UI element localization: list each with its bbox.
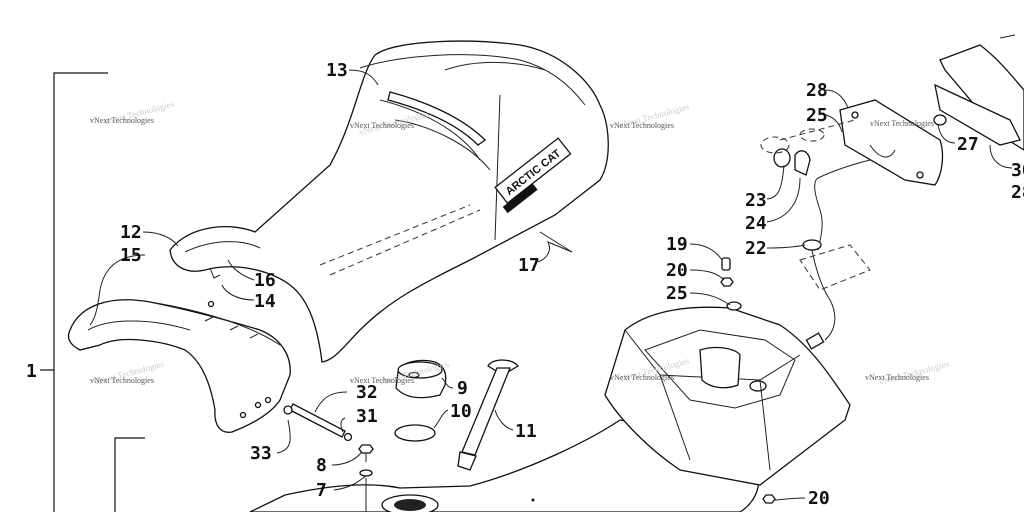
callout-24: 24 bbox=[745, 213, 767, 234]
storage-compartment bbox=[604, 306, 851, 486]
callout-8: 8 bbox=[316, 455, 327, 476]
watermark: vNext Technologies bbox=[350, 376, 414, 385]
watermark: vNext Technologies bbox=[350, 121, 414, 130]
callout-22: 22 bbox=[745, 238, 767, 259]
callout-11: 11 bbox=[515, 421, 537, 442]
leader-lines bbox=[89, 69, 1013, 501]
callout-25: 25 bbox=[806, 105, 828, 126]
seat-cushion: ARCTIC CAT bbox=[169, 40, 609, 363]
tail-light-assembly bbox=[760, 34, 1024, 251]
watermark: vNext Technologies bbox=[865, 373, 929, 382]
callout-15: 15 bbox=[120, 245, 142, 266]
callout-7: 7 bbox=[316, 480, 327, 501]
watermark: vNext Technologies bbox=[90, 116, 154, 125]
watermark: vNext Technologies bbox=[90, 376, 154, 385]
callout-27: 27 bbox=[957, 134, 979, 155]
callout-1: 1 bbox=[26, 361, 37, 382]
fastener-stack bbox=[720, 257, 776, 504]
watermark: vNext Technologies bbox=[870, 119, 934, 128]
fuel-gauge bbox=[457, 359, 519, 471]
watermark: vNext Technologies bbox=[610, 121, 674, 130]
callout-31: 31 bbox=[356, 406, 378, 427]
callout-16: 16 bbox=[254, 270, 276, 291]
wiring-harness bbox=[799, 239, 871, 350]
callout-10: 10 bbox=[450, 401, 472, 422]
callout-33: 33 bbox=[250, 443, 272, 464]
callout-20: 20 bbox=[666, 260, 688, 281]
callout-32: 32 bbox=[356, 382, 378, 403]
gas-cap bbox=[395, 359, 447, 399]
callout-13: 13 bbox=[326, 60, 348, 81]
callout-17: 17 bbox=[518, 255, 540, 276]
callout-23: 23 bbox=[745, 190, 767, 211]
callout-20: 20 bbox=[808, 488, 830, 509]
callout-28: 28 bbox=[806, 80, 828, 101]
fuel-tank bbox=[249, 419, 760, 512]
vent-fitting bbox=[358, 444, 374, 512]
rear-seat-base bbox=[67, 299, 291, 433]
callout-25: 25 bbox=[666, 283, 688, 304]
callout-28: 28 bbox=[1011, 182, 1024, 203]
callout-19: 19 bbox=[666, 234, 688, 255]
assembly-bracket bbox=[40, 72, 145, 512]
watermark: vNext Technologies bbox=[610, 373, 674, 382]
cap-gasket bbox=[394, 424, 436, 442]
callout-9: 9 bbox=[457, 378, 468, 399]
clip-part bbox=[209, 267, 221, 279]
callout-14: 14 bbox=[254, 291, 276, 312]
callout-30: 30 bbox=[1011, 160, 1024, 181]
callout-labels: 1 13 12 15 16 14 17 32 31 33 8 7 9 10 11… bbox=[26, 60, 1024, 509]
vent-hose bbox=[283, 403, 353, 442]
callout-12: 12 bbox=[120, 222, 142, 243]
